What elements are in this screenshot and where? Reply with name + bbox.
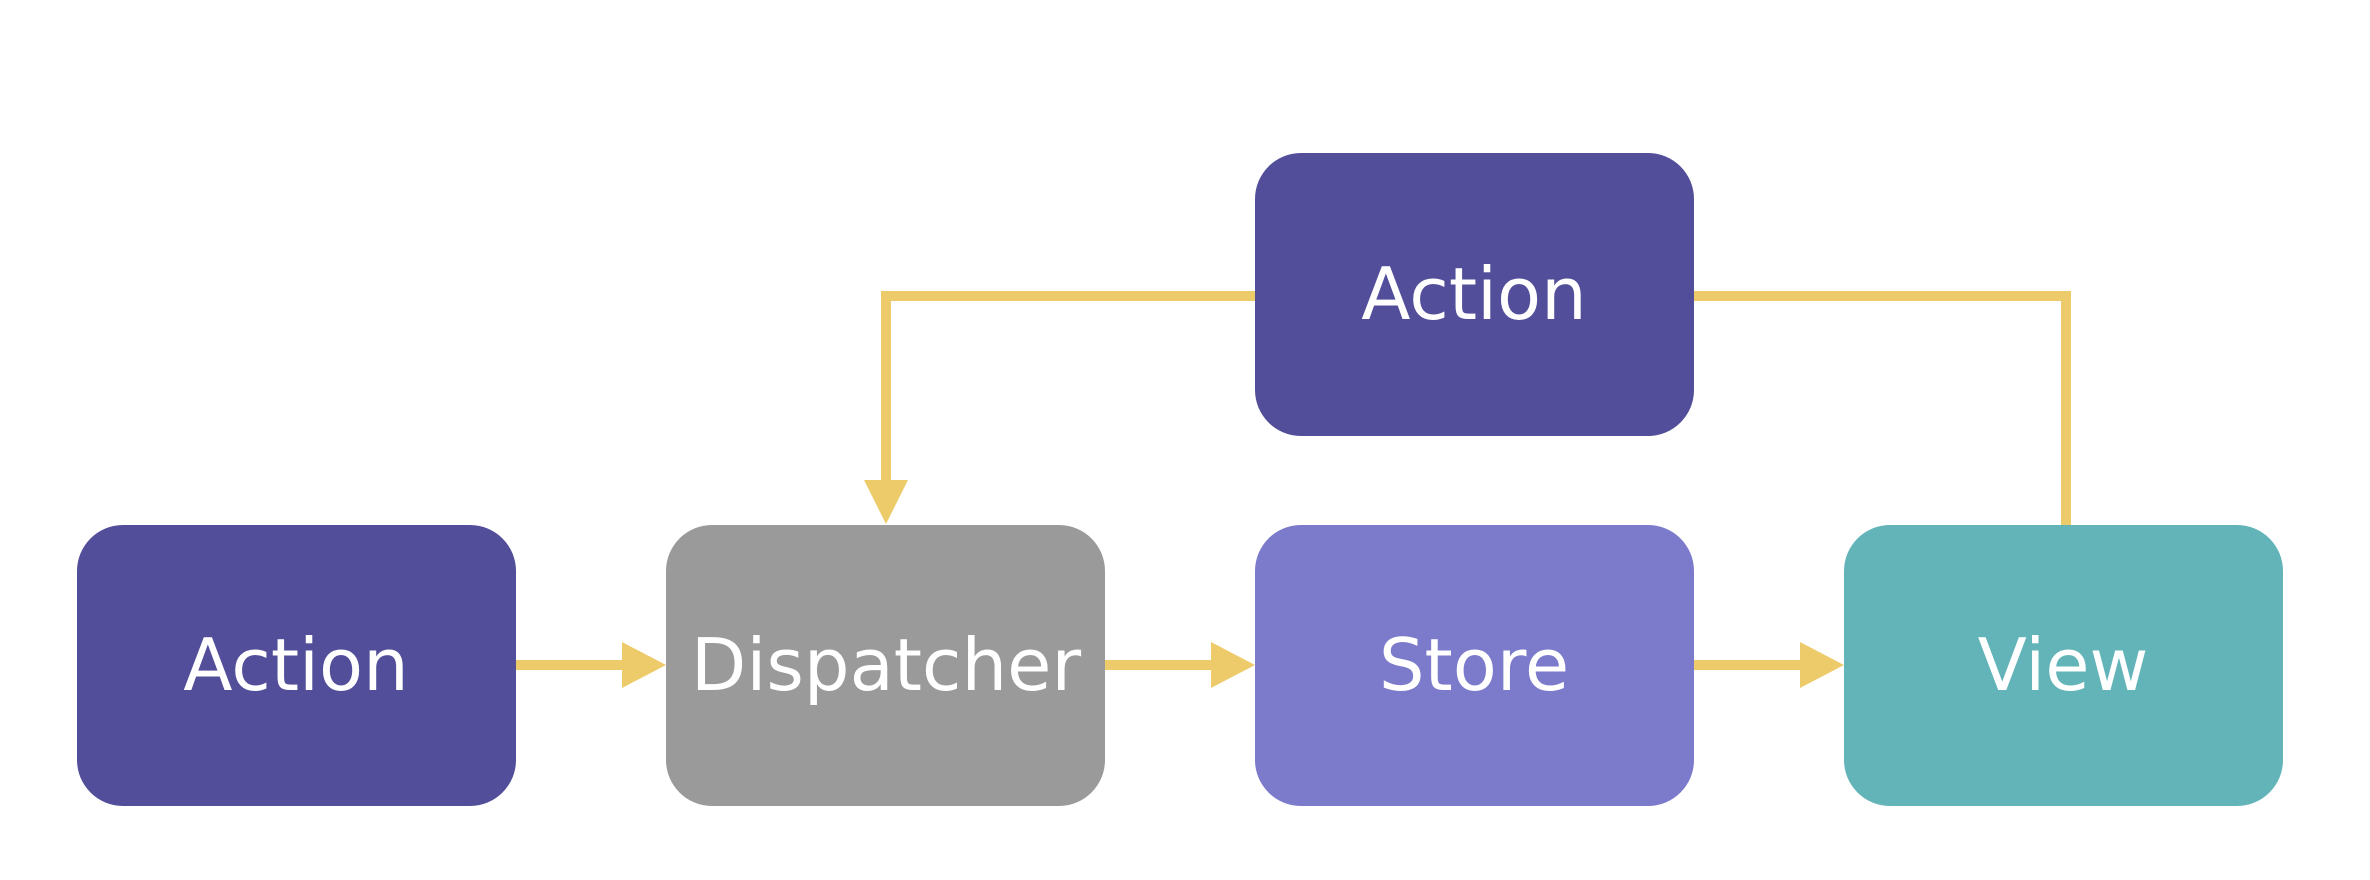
node-action-main: Action bbox=[77, 525, 516, 806]
node-view-label: View bbox=[1978, 623, 2149, 707]
edge-store-view-arrowhead bbox=[1800, 642, 1844, 688]
node-store: Store bbox=[1255, 525, 1694, 806]
edge-action-dispatcher-feedback-arrowhead bbox=[864, 480, 908, 524]
node-store-label: Store bbox=[1379, 623, 1569, 707]
node-dispatcher: Dispatcher bbox=[666, 525, 1105, 806]
node-view-box bbox=[1844, 525, 2283, 806]
node-store-box bbox=[1255, 525, 1694, 806]
node-view: View bbox=[1844, 525, 2283, 806]
node-action-feedback-box bbox=[1255, 153, 1694, 436]
node-dispatcher-box bbox=[666, 525, 1105, 806]
node-dispatcher-label: Dispatcher bbox=[691, 623, 1082, 707]
node-action-feedback: Action bbox=[1255, 153, 1694, 436]
edge-action-dispatcher-feedback-line bbox=[881, 291, 1256, 484]
connectors bbox=[516, 291, 2071, 688]
edge-dispatcher-store-arrowhead bbox=[1211, 642, 1255, 688]
node-action-feedback-label: Action bbox=[1361, 252, 1587, 336]
node-action-main-label: Action bbox=[183, 623, 409, 707]
edge-view-action-line bbox=[1694, 291, 2071, 525]
node-action-main-box bbox=[77, 525, 516, 806]
edge-action-dispatcher-arrowhead bbox=[622, 642, 666, 688]
